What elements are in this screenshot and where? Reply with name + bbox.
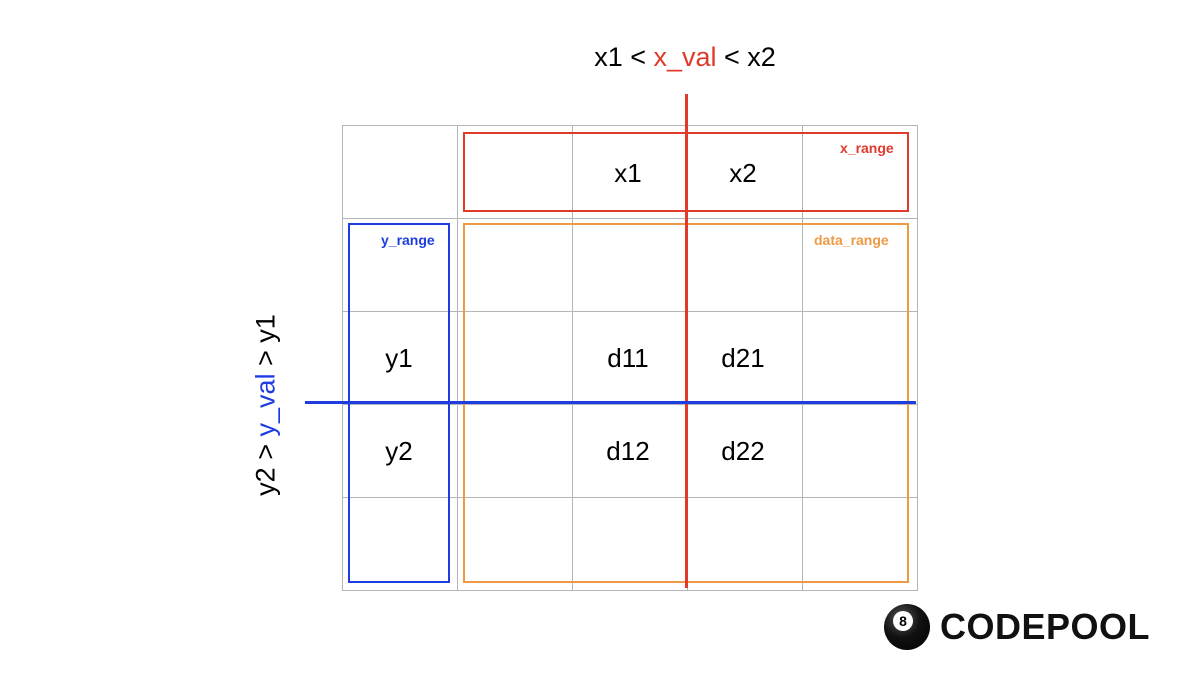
- y-header-y2: y2: [385, 436, 413, 466]
- x-val-label: x_val: [653, 42, 717, 72]
- x-condition-title: x1 < x_val < x2: [0, 42, 1200, 73]
- codepool-logo: 8 CODEPOOL: [884, 604, 1150, 650]
- data-range-label: data_range: [814, 232, 889, 248]
- y-condition-title: y2 > y_val > y1: [251, 314, 282, 496]
- grid-cell: [342, 125, 458, 219]
- y-range-label: y_range: [381, 232, 435, 248]
- logo-text: CODEPOOL: [940, 606, 1151, 647]
- x-range-label: x_range: [840, 140, 894, 156]
- grid-cell: [802, 497, 918, 591]
- x-header-x2: x2: [729, 158, 757, 188]
- x-val-line: [685, 94, 688, 588]
- y-condition-right: > y1: [250, 314, 281, 374]
- x-condition-left: x1 <: [594, 42, 654, 72]
- y-header-y1: y1: [385, 343, 413, 373]
- cell-d21: d21: [721, 343, 765, 373]
- y-val-line: [305, 401, 916, 404]
- y-condition-left: y2 >: [250, 436, 281, 496]
- cell-d11: d11: [607, 343, 649, 373]
- cell-d12: d12: [606, 436, 650, 466]
- x-header-x1: x1: [614, 158, 642, 188]
- y-val-label: y_val: [250, 373, 281, 437]
- cell-d22: d22: [721, 436, 765, 466]
- x-condition-right: < x2: [716, 42, 776, 72]
- eight-ball-icon: 8: [884, 604, 930, 650]
